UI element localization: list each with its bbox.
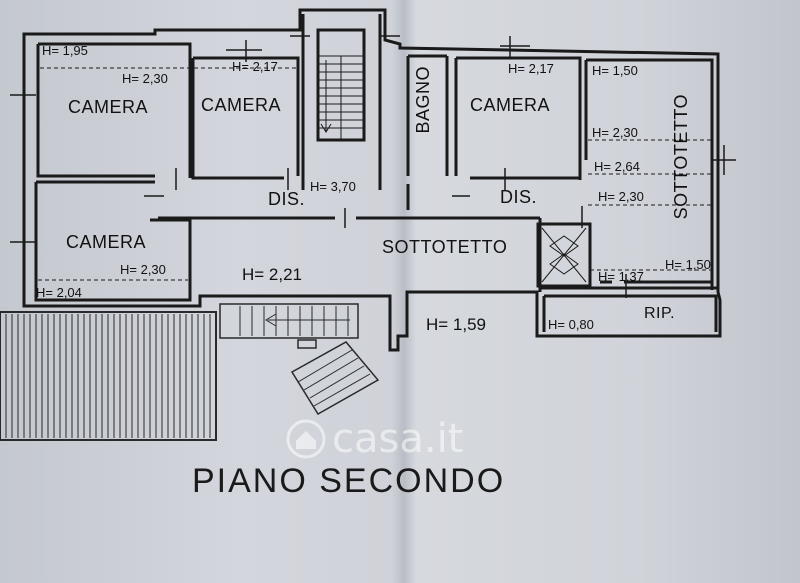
room-label-dis-1: DIS. [268,189,306,209]
height-label: H= 0,80 [548,317,594,332]
room-label-sottotetto-right: SOTTOTETTO [671,94,691,220]
watermark-text: casa.it [332,416,464,462]
floor-title: PIANO SECONDO [192,462,506,500]
room-label-sottotetto: SOTTOTETTO [382,237,508,257]
room-label-camera-1: CAMERA [68,97,149,117]
height-label: H= 1,95 [42,43,88,58]
height-label: H= 2,04 [36,285,82,300]
room-label-bagno: BAGNO [413,66,433,134]
stair-treads [318,55,364,140]
outer-wall [22,8,722,352]
room-label-camera-3: CAMERA [470,95,551,115]
height-label: H= 1,37 [598,269,644,284]
external-stairs [219,303,380,416]
height-label: H= 2,17 [232,59,278,74]
lift-cross [541,227,587,283]
height-label-large: H= 1,59 [426,315,487,334]
interior-walls [34,42,718,332]
height-label: H= 2,30 [598,189,644,204]
height-label: H= 1,50 [592,63,638,78]
room-label-rip: RIP. [644,305,676,322]
terrace-hatch [0,311,217,441]
stairwell-wall [301,14,382,190]
ceiling-dashed-lines [38,67,712,281]
room-label-dis-2: DIS. [500,187,538,207]
room-label-camera-4: CAMERA [66,232,147,252]
height-label: H= 2,30 [122,71,168,86]
height-label: H= 3,70 [310,179,356,194]
height-label: H= 2,17 [508,61,554,76]
house-logo-icon [286,419,326,459]
height-label: H= 2,64 [594,159,640,174]
height-label: H= 2,30 [592,125,638,140]
room-label-camera-2: CAMERA [201,95,282,115]
height-label: H= 2,30 [120,262,166,277]
watermark: casa.it [286,416,463,462]
window-marks [10,35,736,298]
height-label: H= 1,50 [665,257,711,272]
height-label-large: H= 2,21 [242,265,303,284]
